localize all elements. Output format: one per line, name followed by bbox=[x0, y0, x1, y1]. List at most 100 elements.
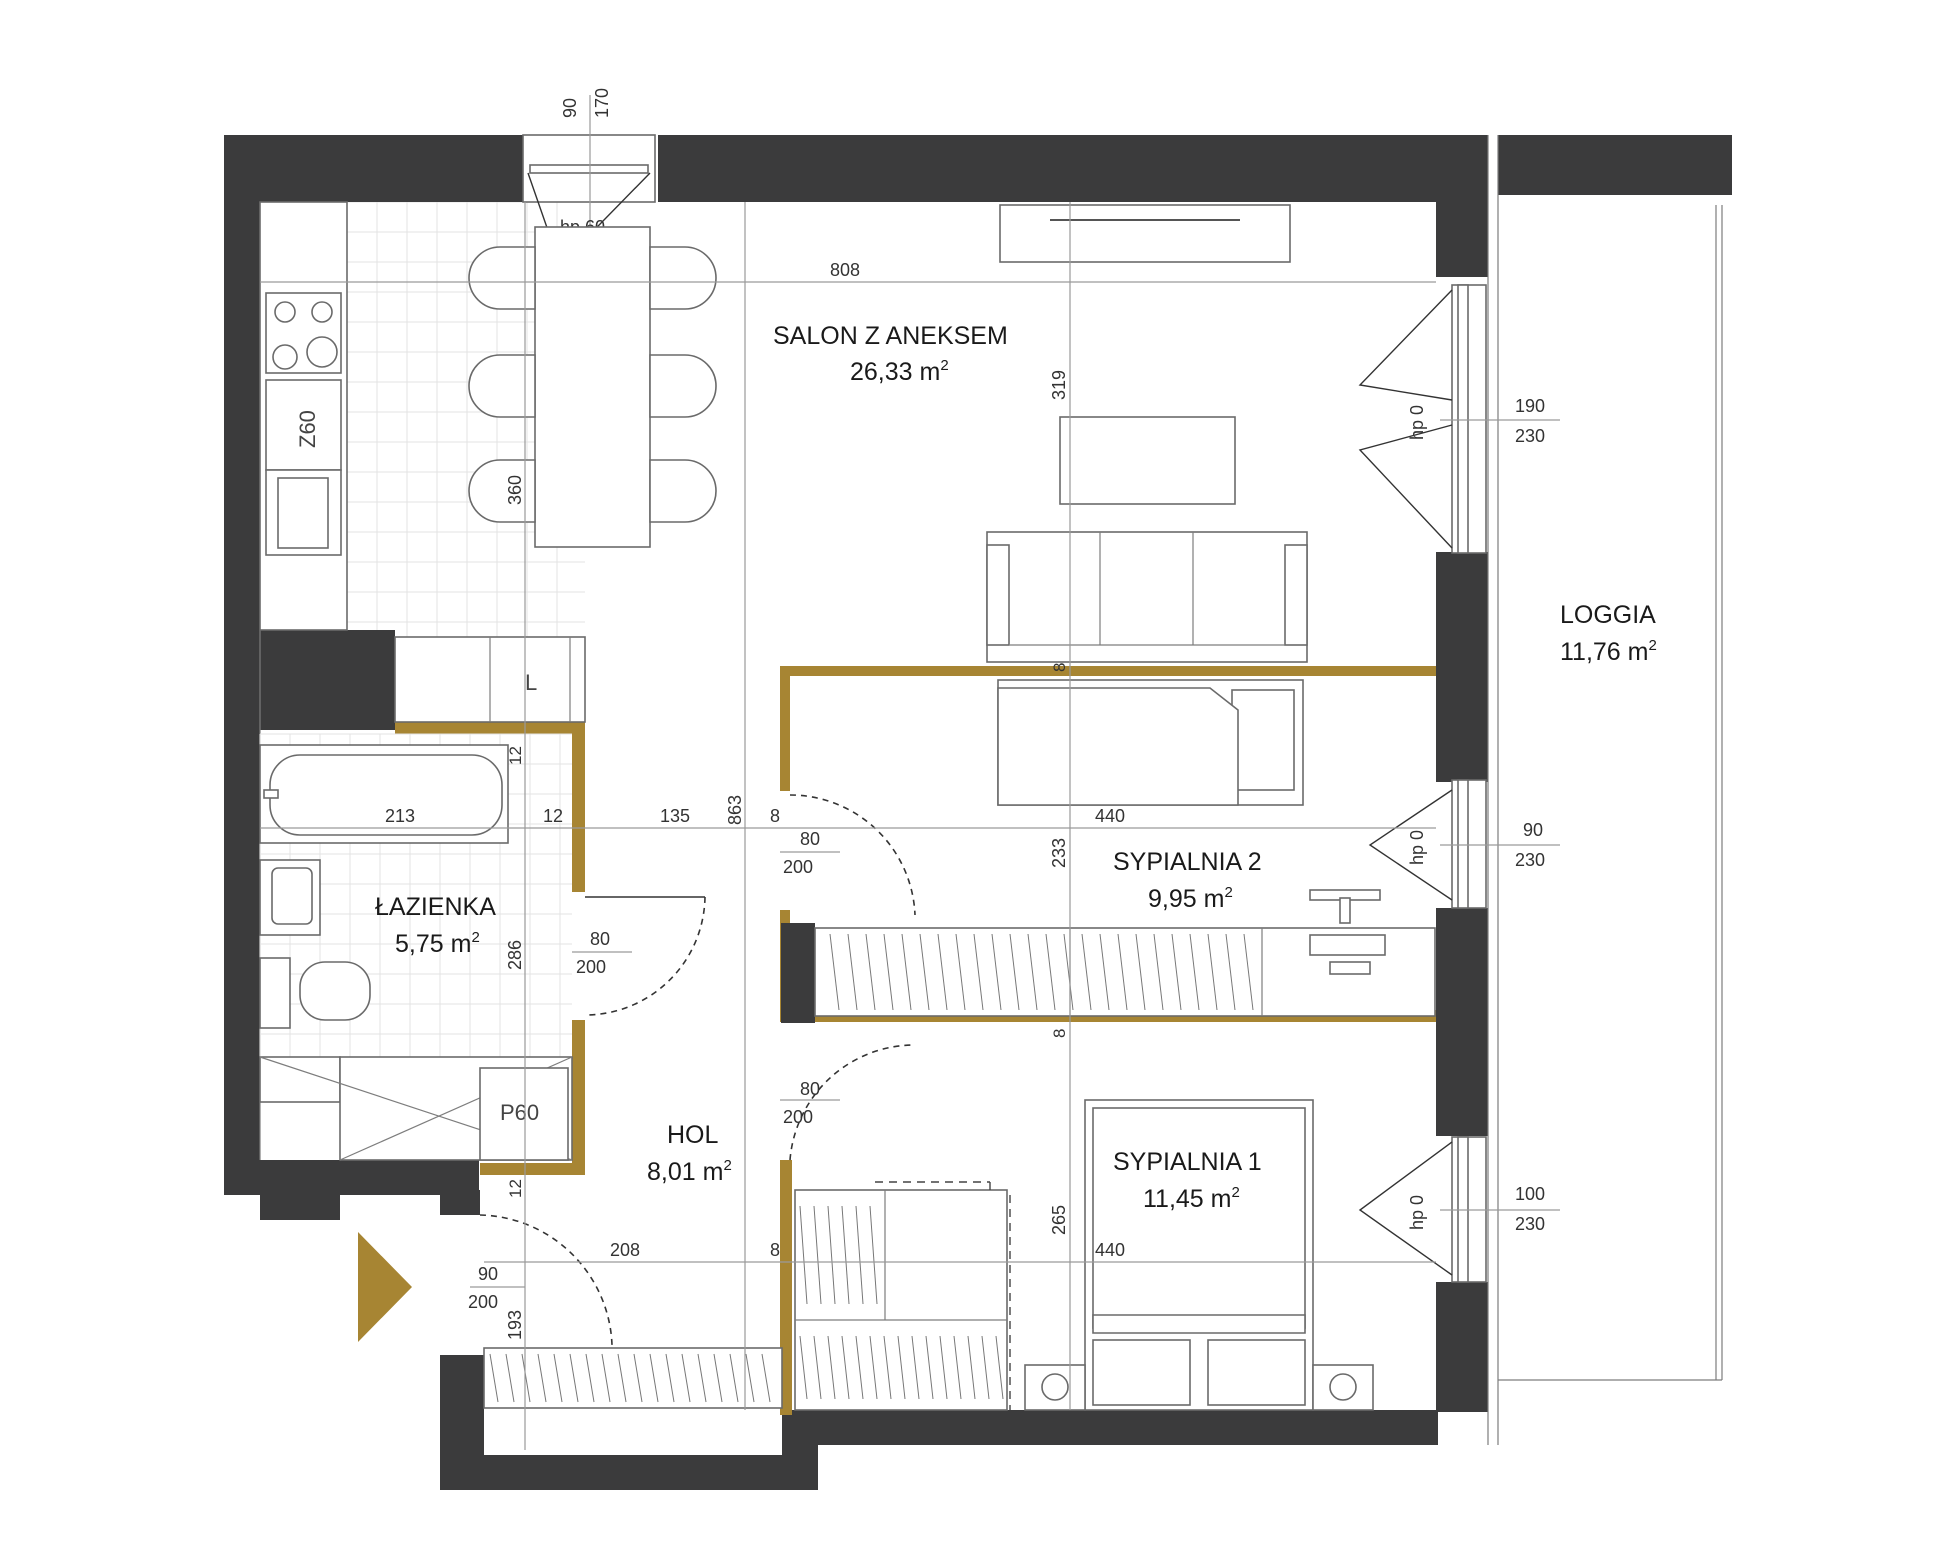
wardrobe-hatch-line bbox=[991, 933, 1002, 1011]
kitchen-window-width: 90 bbox=[560, 98, 580, 118]
outer-walls bbox=[224, 135, 1732, 1490]
bathroom-name: ŁAZIENKA bbox=[375, 893, 496, 921]
wardrobe-hatch-line bbox=[585, 1353, 595, 1403]
bedroom2-window-sill: hp 0 bbox=[1407, 830, 1427, 865]
bathroom-door: 80 200 bbox=[572, 896, 706, 1016]
kitchen-island bbox=[468, 226, 717, 548]
wardrobe-hatch-line bbox=[553, 1353, 563, 1403]
bedroom2-furniture bbox=[814, 679, 1436, 1017]
wardrobe-hatch-line bbox=[799, 1205, 808, 1305]
wardrobe-hatch-line bbox=[697, 1353, 707, 1403]
hol-depth-dim: 863 bbox=[725, 795, 745, 825]
bedroom2-window-height: 230 bbox=[1515, 850, 1545, 870]
wardrobe-hatch-line bbox=[1009, 933, 1020, 1011]
bathroom-fixtures: P60 bbox=[259, 733, 573, 1161]
salon-depth-dim: 319 bbox=[1049, 370, 1069, 400]
wardrobe-hatch-line bbox=[883, 933, 894, 1011]
wardrobe-hatch-line bbox=[569, 1353, 579, 1403]
bedroom2-width-dim: 440 bbox=[1095, 806, 1125, 826]
wall-dim-d: 8 bbox=[770, 1240, 780, 1260]
wardrobe-hatch-line bbox=[505, 1353, 515, 1403]
bedroom2-name: SYPIALNIA 2 bbox=[1113, 848, 1262, 876]
bath-width-dim: 213 bbox=[385, 806, 415, 826]
bedroom1-name: SYPIALNIA 1 bbox=[1113, 1148, 1262, 1176]
wardrobe-hatch-line bbox=[617, 1353, 627, 1403]
wardrobe-hatch-line bbox=[1099, 933, 1110, 1011]
loggia-name: LOGGIA bbox=[1560, 601, 1656, 629]
wardrobe-hatch-line bbox=[1243, 933, 1254, 1011]
wardrobe-hatch-line bbox=[665, 1353, 675, 1403]
wardrobe-hatch-line bbox=[1171, 933, 1182, 1011]
bedroom2-window: hp 0 90 230 bbox=[1368, 779, 1560, 909]
loggia-area: 11,76 m2 bbox=[1560, 637, 1657, 666]
bathroom-door-height: 200 bbox=[576, 957, 606, 977]
wardrobe-hatch-line bbox=[829, 933, 840, 1011]
hol-name: HOL bbox=[667, 1121, 719, 1149]
washer-label: L bbox=[525, 670, 537, 695]
wardrobe-hatch-line bbox=[967, 1335, 976, 1400]
wardrobe-hatch-line bbox=[799, 1335, 808, 1400]
laundry-cabinet: L bbox=[394, 636, 586, 723]
salon-window-height: 230 bbox=[1515, 426, 1545, 446]
wall-dim-a: 8 bbox=[770, 806, 780, 826]
wardrobe-hatch-line bbox=[901, 933, 912, 1011]
entry-door-height: 200 bbox=[468, 1292, 498, 1312]
wardrobe-hatch-line bbox=[1225, 933, 1236, 1011]
kitchen-counter: Z60 bbox=[259, 201, 348, 631]
wardrobe-hatch-line bbox=[827, 1335, 836, 1400]
wardrobe-hatch-line bbox=[745, 1353, 755, 1403]
wardrobe-hatch-line bbox=[649, 1353, 659, 1403]
wardrobe-hatch-line bbox=[1135, 933, 1146, 1011]
wardrobe-hatch-line bbox=[865, 933, 876, 1011]
bedroom1-window-width: 100 bbox=[1515, 1184, 1545, 1204]
dimension-lines bbox=[260, 202, 1436, 1450]
wardrobe-hatch-line bbox=[869, 1205, 878, 1305]
bathroom-area: 5,75 m2 bbox=[395, 929, 480, 958]
entry-wall-dim: 12 bbox=[506, 1179, 525, 1198]
kitchen-depth-dim: 360 bbox=[505, 475, 525, 505]
bedroom1-depth-dim: 265 bbox=[1049, 1205, 1069, 1235]
wardrobe-hatch-line bbox=[981, 1335, 990, 1400]
bedroom1-furniture bbox=[483, 1099, 1374, 1411]
hol-area: 8,01 m2 bbox=[647, 1157, 732, 1186]
hol-width-dim: 135 bbox=[660, 806, 690, 826]
wardrobe-hatch-line bbox=[939, 1335, 948, 1400]
wardrobe-hatch-line bbox=[681, 1353, 691, 1403]
wardrobe-hatch-line bbox=[813, 1205, 822, 1305]
wardrobe-hatch-line bbox=[633, 1353, 643, 1403]
bedroom2-door-height: 200 bbox=[783, 857, 813, 877]
entry-width-dim: 208 bbox=[610, 1240, 640, 1260]
wardrobe-hatch-line bbox=[955, 933, 966, 1011]
bath-top-wall-dim: 12 bbox=[506, 746, 525, 765]
wardrobe-hatch-line bbox=[919, 933, 930, 1011]
bedroom1-door-height: 200 bbox=[783, 1107, 813, 1127]
salon-name: SALON Z ANEKSEM bbox=[773, 322, 1008, 350]
wardrobe-hatch-line bbox=[813, 1335, 822, 1400]
salon-width-dim: 808 bbox=[830, 260, 860, 280]
wardrobe-hatch-line bbox=[489, 1353, 499, 1403]
wardrobe-hatch-line bbox=[973, 933, 984, 1011]
wardrobe-hatch-line bbox=[897, 1335, 906, 1400]
bedroom2-door: 80 200 bbox=[780, 794, 916, 916]
bedroom1-door-width: 80 bbox=[800, 1079, 820, 1099]
wardrobe-hatch-line bbox=[1063, 933, 1074, 1011]
wardrobe-hatch-line bbox=[1207, 933, 1218, 1011]
wardrobe-hatch-line bbox=[1117, 933, 1128, 1011]
wardrobe-hatch-line bbox=[1045, 933, 1056, 1011]
bedroom2-window-width: 90 bbox=[1523, 820, 1543, 840]
wardrobe-hatch-line bbox=[925, 1335, 934, 1400]
wardrobe-hatch-line bbox=[537, 1353, 547, 1403]
wardrobe-hatch-line bbox=[761, 1353, 771, 1403]
wardrobe-hatch-line bbox=[911, 1335, 920, 1400]
wall-dim-b: 8 bbox=[1050, 663, 1069, 672]
entry-door-width: 90 bbox=[478, 1264, 498, 1284]
salon-window-width: 190 bbox=[1515, 396, 1545, 416]
wardrobe-hatch-line bbox=[841, 1335, 850, 1400]
bedroom1-window: hp 0 100 230 bbox=[1358, 1136, 1560, 1283]
wardrobe-hatch-line bbox=[953, 1335, 962, 1400]
wardrobe-hatch-line bbox=[1027, 933, 1038, 1011]
fridge-label: Z60 bbox=[295, 410, 320, 448]
bath-side-wall-dim: 12 bbox=[543, 806, 563, 826]
bedroom1-window-sill: hp 0 bbox=[1407, 1195, 1427, 1230]
entry-door: 90 200 bbox=[468, 1214, 613, 1346]
